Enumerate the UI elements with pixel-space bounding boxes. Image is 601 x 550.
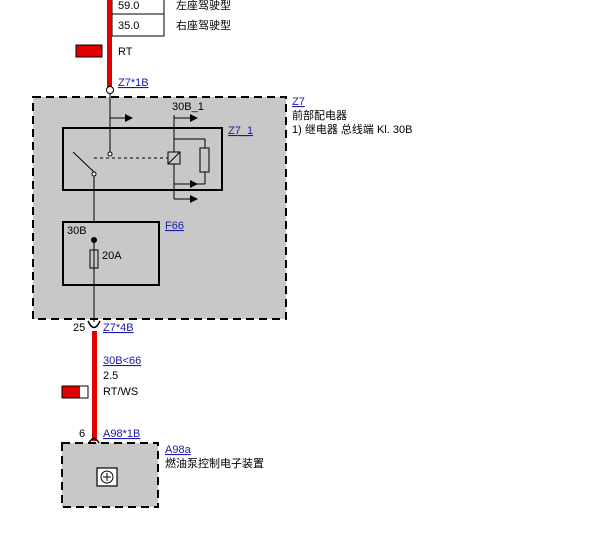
relay-z7-1-link[interactable]: Z7_1 [228,125,253,137]
wire-top[interactable] [107,0,112,88]
wire-mid[interactable] [92,331,97,441]
z7-title: 前部配电器 [292,108,347,122]
table-value-lhd: 59.0 [118,0,139,12]
electronic-module-icon [96,467,118,487]
pin-number-25: 25 [73,322,85,334]
connector-z7-1b-link[interactable]: Z7*1B [118,77,149,89]
fuse-terminal-label: 30B [67,225,87,237]
table-label-rhd: 右座驾驶型 [176,18,231,32]
a98a-title: 燃油泵控制电子装置 [165,456,264,470]
fuse-f66-link[interactable]: F66 [165,220,184,232]
z7-note: 1) 继电器 总线端 Kl. 30B [292,122,412,136]
table-value-rhd: 35.0 [118,20,139,32]
connector-z7-4b-link[interactable]: Z7*4B [103,322,134,334]
wire-cross-section: 2.5 [103,370,118,382]
connector-pin-a98-1b [88,437,100,444]
pin-number-6: 6 [79,428,85,440]
fuse-f66-box[interactable] [62,221,160,286]
wire-color-swatch-top [75,44,103,58]
fuse-symbol [89,237,99,285]
relay-terminal-label: 30B_1 [172,101,204,113]
connector-a98-1b-link[interactable]: A98*1B [103,428,140,440]
connector-pin-z7-1b [106,86,114,94]
table-label-lhd: 左座驾驶型 [176,0,231,12]
signal-30b-66-link[interactable]: 30B<66 [103,355,141,367]
wire-color-label-top: RT [118,46,133,58]
fuse-rating: 20A [102,250,122,262]
a98a-link[interactable]: A98a [165,444,192,456]
relay-switch-contact [72,128,168,190]
connector-pin-z7-4b [87,320,101,329]
wire-color-swatch-mid [61,385,89,399]
a98a-control-unit-box[interactable] [61,442,159,508]
z7-link[interactable]: Z7 [292,96,305,108]
relay-coil [167,128,181,199]
wire-color-label-mid: RT/WS [103,386,138,398]
relay-z7-1-box[interactable] [62,127,223,191]
variant-table: 59.0 左座驾驶型 35.0 右座驾驶型 [111,0,231,37]
